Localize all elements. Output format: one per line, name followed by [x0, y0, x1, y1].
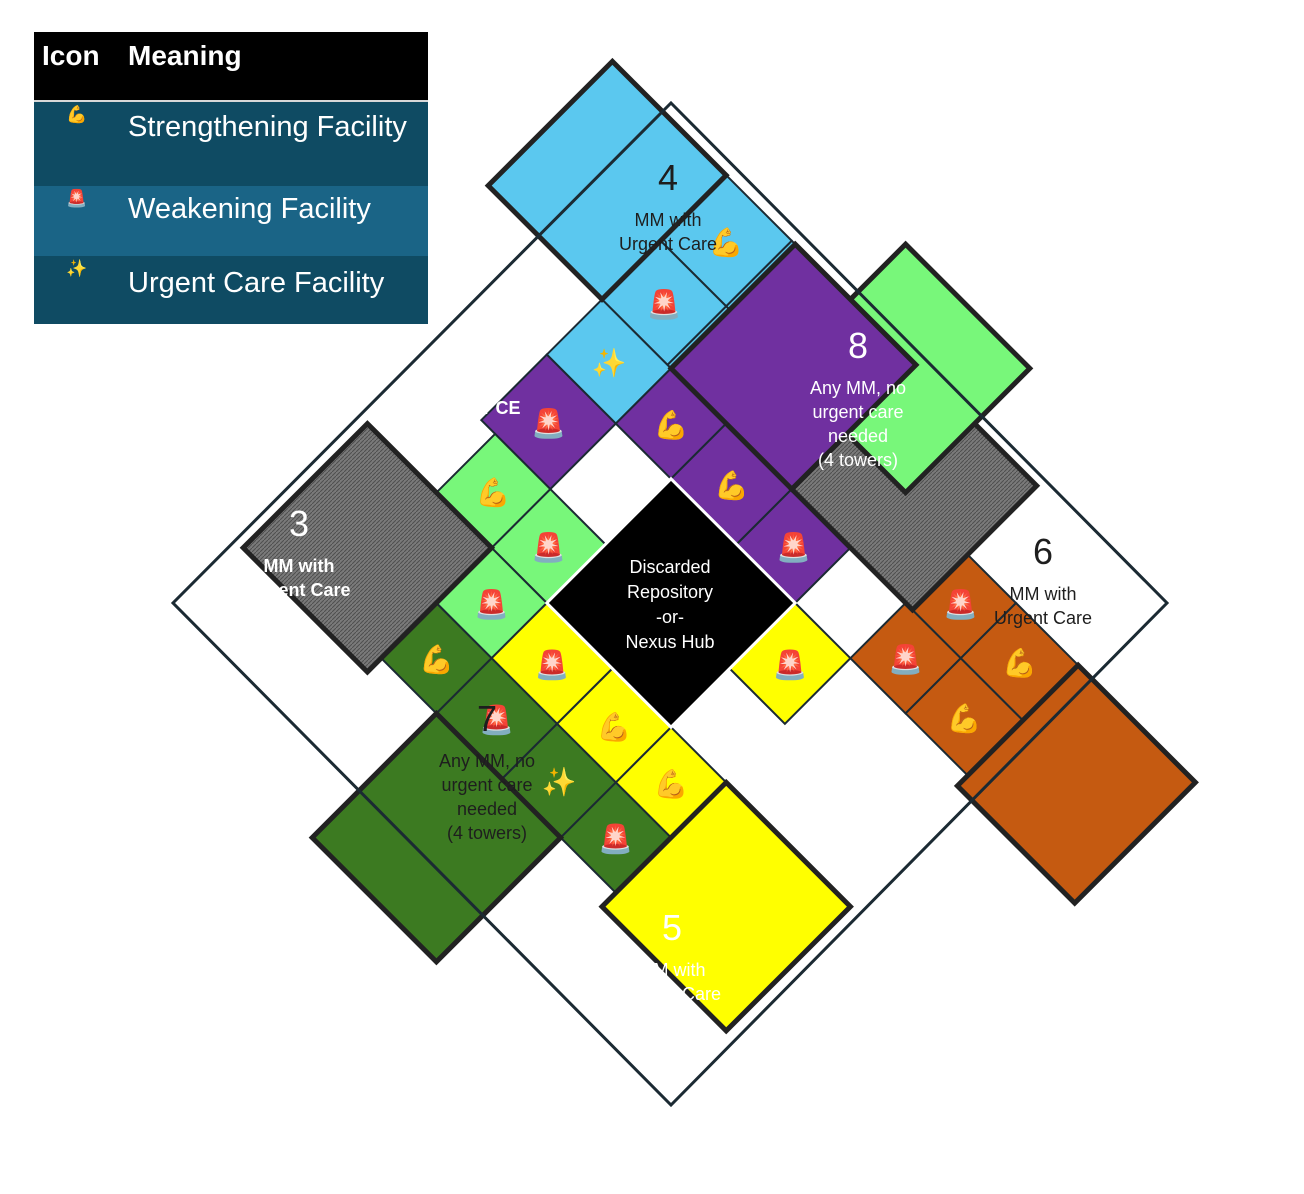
siren-icon: 🚨 — [647, 288, 682, 321]
flexed-biceps-icon: 💪 — [654, 409, 689, 442]
region-3-label-line: MM with — [264, 556, 335, 576]
siren-icon: 🚨 — [888, 643, 923, 676]
region-2-label-line: Medium- — [828, 767, 902, 787]
region-8-label-line: (4 towers) — [818, 450, 898, 470]
flexed-biceps-icon: 💪 — [709, 226, 744, 259]
region-6-label-line: MM with — [1010, 584, 1077, 604]
region-8-label-line: needed — [828, 426, 888, 446]
flexed-biceps-icon: 💪 — [476, 476, 511, 509]
siren-icon: 🚨 — [531, 531, 566, 564]
center-hub — [544, 476, 798, 730]
siren-icon: 🚨 — [773, 648, 808, 681]
siren-icon: 🚨 — [535, 648, 570, 681]
center-label-line: -or- — [656, 607, 684, 627]
flexed-biceps-icon: 💪 — [714, 469, 749, 502]
flexed-biceps-icon: 💪 — [597, 711, 632, 744]
sparkle-icon: ✨ — [541, 767, 576, 798]
region-7-label-line: Any MM, no — [439, 751, 535, 771]
region-2-label-line: strong — [837, 791, 893, 811]
facility-cell-weakening: 🚨 — [848, 601, 963, 715]
region-1-block — [239, 420, 496, 676]
region-5-block — [953, 661, 1199, 907]
facility-cell-weakening: 🚨 — [479, 353, 618, 491]
region-2-number: 2 — [855, 714, 875, 755]
region-1-number: 1 — [467, 341, 487, 382]
siren-icon: 🚨 — [776, 531, 811, 564]
region-3-label-line: Urgent Care — [247, 580, 350, 600]
siren-icon: 🚨 — [598, 823, 633, 856]
flexed-biceps-icon: 💪 — [419, 643, 454, 676]
region-8-block — [667, 240, 920, 493]
legend-header: Icon Meaning — [34, 32, 428, 102]
region-8-number: 8 — [848, 325, 868, 366]
region-4-label-line: MM with — [635, 210, 702, 230]
region-5-number: 5 — [662, 907, 682, 948]
region-7-number: 7 — [477, 698, 497, 739]
region-5-label-line: Urgent Care — [623, 984, 721, 1004]
sparkle-icon: ✨ — [591, 348, 626, 379]
region-3-block — [308, 709, 565, 966]
legend-row-weakening: 🚨 Weakening Facility — [34, 186, 428, 256]
center-label-line: Repository — [627, 582, 713, 602]
region-7-label-line: urgent care — [441, 775, 532, 795]
flexed-biceps-icon: 💪 — [654, 767, 689, 800]
legend-header-icon: Icon — [42, 40, 100, 71]
flexed-biceps-icon: 💪 — [66, 105, 88, 124]
region-4-label-line: Urgent Care — [619, 234, 717, 254]
region-5-label-line: MM with — [639, 960, 706, 980]
siren-icon: 🚨 — [66, 189, 88, 208]
region-8-label-line: Any MM, no — [810, 378, 906, 398]
region-4-block — [484, 57, 730, 303]
siren-icon: 🚨 — [531, 407, 566, 440]
region-2-label-line: CE — [852, 815, 877, 835]
legend-header-meaning: Meaning — [128, 40, 242, 71]
siren-icon: 🚨 — [474, 588, 509, 621]
legend-label-weakening: Weakening Facility — [128, 193, 371, 225]
region-1-label-line: Bigger CE — [433, 398, 520, 418]
center-label-line: Nexus Hub — [625, 632, 714, 652]
board-outline — [170, 100, 1170, 1108]
region-6-number: 6 — [1033, 531, 1053, 572]
legend-row-strengthening: 💪 Strengthening Facility — [34, 102, 428, 186]
region-3-number: 3 — [289, 503, 309, 544]
region-6-label-line: Urgent Care — [994, 608, 1092, 628]
region-8-label-line: urgent care — [812, 402, 903, 422]
flexed-biceps-icon: 💪 — [1002, 647, 1037, 680]
facility-cell-weakening: 🚨 — [434, 656, 559, 781]
legend-label-strengthening: Strengthening Facility — [128, 111, 407, 143]
region-4-number: 4 — [658, 157, 678, 198]
legend-label-urgent-care: Urgent Care Facility — [128, 267, 385, 299]
region-7-label-line: (4 towers) — [447, 823, 527, 843]
legend: Icon Meaning 💪 Strengthening Facility 🚨 … — [34, 32, 428, 324]
facility-cell-urgent-care: ✨ — [545, 297, 673, 426]
sparkle-icon: ✨ — [66, 259, 88, 278]
flexed-biceps-icon: 💪 — [947, 702, 982, 735]
siren-icon: 🚨 — [943, 588, 978, 621]
region-7-label-line: needed — [457, 799, 517, 819]
legend-row-urgent-care: ✨ Urgent Care Facility — [34, 256, 428, 324]
center-label-line: Discarded — [629, 557, 710, 577]
region-7-block — [598, 778, 854, 1035]
siren-icon: 🚨 — [479, 704, 514, 737]
